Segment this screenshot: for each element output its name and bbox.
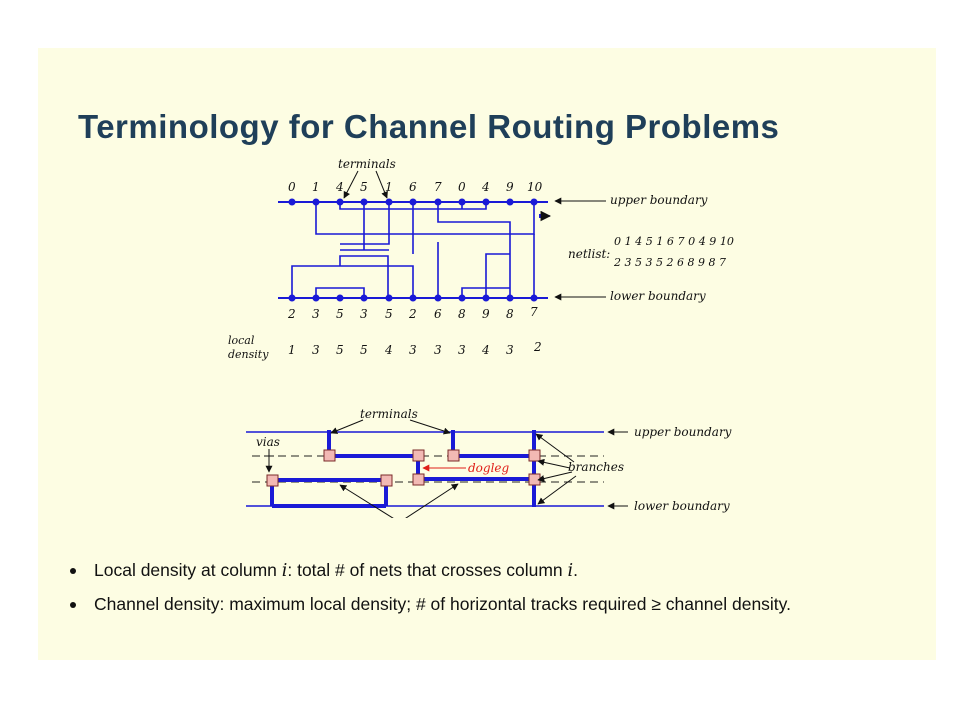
lower-terminal-number: 3 [312, 307, 320, 321]
lower-terminal-numbers: 2 3 5 3 5 2 6 8 9 8 7 [287, 305, 538, 321]
top-terminal-dots [288, 198, 538, 302]
bottom-channel-diagram: terminals vias dogleg branches trunks up… [246, 407, 732, 518]
lower-terminal-number: 5 [385, 307, 393, 321]
local-density-label-2: density [228, 348, 269, 361]
netlist-label: netlist: [568, 247, 610, 261]
lower-terminal-number: 9 [482, 307, 490, 321]
upper-terminal-number: 1 [312, 180, 320, 194]
lower-terminal-number: 5 [336, 307, 344, 321]
lower-terminal-number: 2 [287, 307, 296, 321]
bottom-lower-boundary-label: lower boundary [634, 499, 730, 513]
via [447, 449, 460, 462]
top-channel-wires [291, 202, 535, 298]
top-upper-boundary-label: upper boundary [610, 193, 708, 207]
upper-terminal-numbers: 0 1 4 5 1 6 7 0 4 9 10 [288, 180, 543, 194]
bottom-upper-boundary-label: upper boundary [634, 425, 732, 439]
local-density-value: 2 [533, 340, 542, 354]
dogleg-label: dogleg [468, 461, 510, 475]
routing-wires [270, 430, 536, 508]
upper-terminal-number: 5 [360, 180, 368, 194]
branches-label: branches [568, 460, 624, 474]
local-density-value: 3 [458, 343, 466, 357]
local-density-value: 3 [434, 343, 442, 357]
via [380, 474, 393, 487]
via [266, 474, 279, 487]
via [412, 449, 425, 462]
top-lower-boundary-label: lower boundary [610, 289, 706, 303]
local-density-value: 3 [312, 343, 320, 357]
netlist-lower-row: 2 3 5 3 5 2 6 8 9 8 7 [613, 256, 726, 269]
terminals-arrow-right [375, 170, 388, 199]
upper-terminal-number: 6 [409, 180, 417, 194]
upper-terminal-number: 9 [506, 180, 514, 194]
local-density-value: 3 [506, 343, 514, 357]
local-density-values: 1 3 5 5 4 3 3 3 4 3 2 [288, 340, 542, 357]
bottom-terminals-arrow-right [409, 419, 451, 435]
bottom-terminals-label: terminals [360, 407, 418, 421]
via [412, 473, 425, 486]
upper-terminal-number: 4 [335, 180, 344, 194]
top-channel-diagram: terminals [228, 157, 734, 361]
terminals-arrow-left [343, 170, 359, 199]
bullet-list: Local density at column i: total # of ne… [66, 560, 926, 627]
lower-terminal-number: 8 [506, 307, 514, 321]
via [323, 449, 336, 462]
slide-title: Terminology for Channel Routing Problems [78, 108, 780, 145]
lower-terminal-number: 7 [530, 305, 538, 319]
bottom-terminals-arrow-left [330, 419, 364, 434]
upper-terminal-number: 0 [288, 180, 296, 194]
bullet-local-density: Local density at column i: total # of ne… [66, 560, 926, 582]
local-density-value: 3 [409, 343, 417, 357]
channel-routing-diagrams: terminals [228, 157, 734, 518]
upper-terminal-number: 10 [527, 180, 543, 194]
bullet-channel-density: Channel density: maximum local density; … [66, 594, 926, 615]
vias-label: vias [256, 435, 280, 449]
top-terminals-label: terminals [338, 157, 396, 171]
upper-terminal-number: 4 [481, 180, 490, 194]
local-density-value: 4 [481, 343, 490, 357]
local-density-value: 5 [360, 343, 368, 357]
lower-terminal-number: 3 [360, 307, 368, 321]
upper-terminal-number: 0 [458, 180, 466, 194]
local-density-value: 5 [336, 343, 344, 357]
local-density-value: 4 [384, 343, 393, 357]
upper-terminal-number: 1 [385, 180, 393, 194]
local-density-value: 1 [288, 343, 296, 357]
upper-terminal-number: 7 [434, 180, 442, 194]
lower-terminal-number: 8 [458, 307, 466, 321]
lower-terminal-number: 2 [408, 307, 417, 321]
netlist-upper-row: 0 1 4 5 1 6 7 0 4 9 10 [614, 235, 734, 248]
via [528, 449, 541, 462]
slide-background: Terminology for Channel Routing Problems… [38, 48, 936, 660]
local-density-label-1: local [228, 334, 255, 347]
lower-terminal-number: 6 [434, 307, 442, 321]
